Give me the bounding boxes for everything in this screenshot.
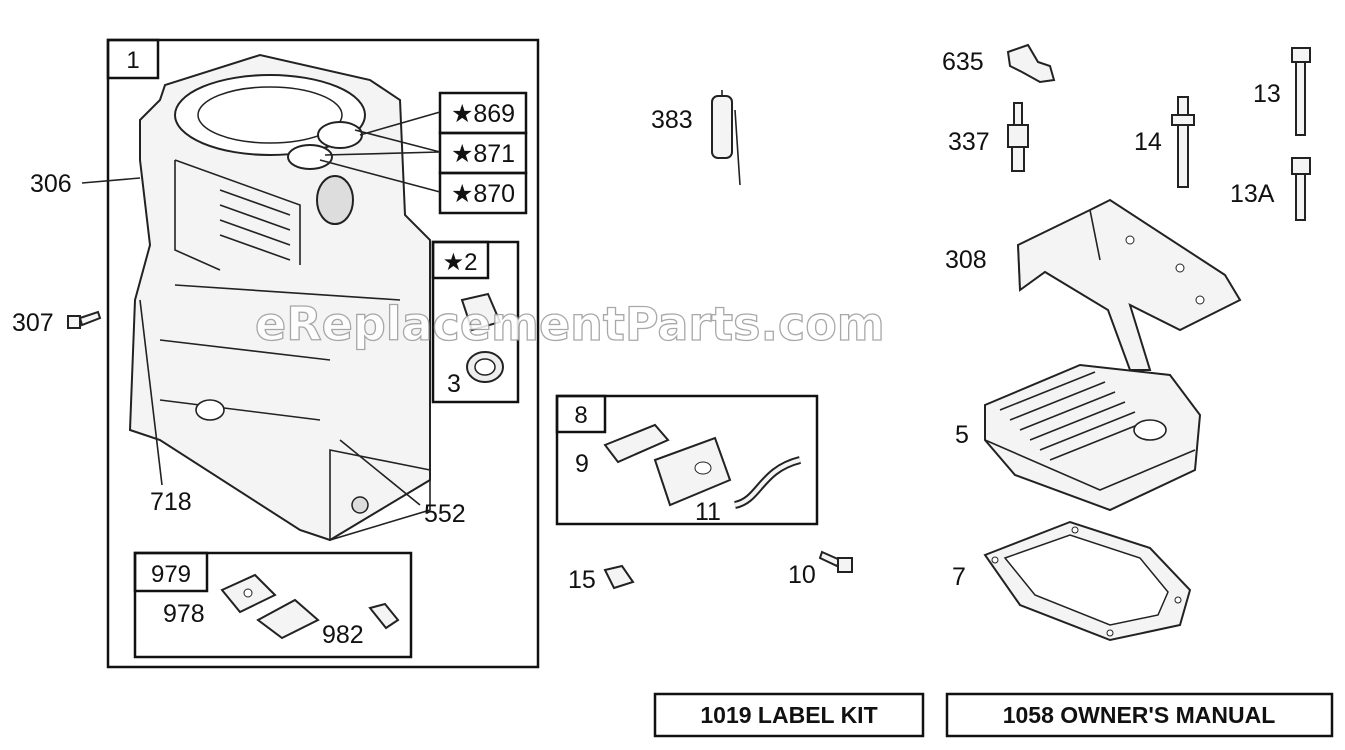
label-718[interactable]: 718 — [150, 488, 192, 516]
seal-kit-tag — [431, 240, 490, 280]
part-383-illustration[interactable] — [711, 90, 741, 186]
spark-plug-boot-illustration[interactable] — [1006, 43, 1056, 84]
label-13[interactable]: 13 — [1253, 80, 1281, 108]
label-982[interactable]: 982 — [322, 621, 364, 649]
part-870-box — [438, 171, 528, 215]
label-870[interactable]: ★870 — [451, 180, 515, 208]
label-7[interactable]: 7 — [952, 563, 966, 591]
plug-15-illustration[interactable] — [603, 564, 635, 590]
bolt-307-illustration[interactable] — [67, 310, 102, 329]
watermark-text: eReplacementParts.com — [255, 297, 885, 351]
label-9[interactable]: 9 — [575, 450, 589, 478]
cylinder-head-illustration[interactable] — [984, 363, 1202, 512]
bolt-13a-illustration[interactable] — [1291, 157, 1311, 221]
breather-kit-frame — [133, 551, 413, 659]
screw-10-illustration[interactable] — [818, 550, 853, 573]
cylinder-group-tag — [106, 38, 160, 80]
label-383[interactable]: 383 — [651, 106, 693, 134]
label-635[interactable]: 635 — [942, 48, 984, 76]
label-978[interactable]: 978 — [163, 600, 205, 628]
shroud-308-illustration[interactable] — [1016, 198, 1242, 371]
valve-cover-illustration[interactable] — [603, 423, 802, 509]
label-308[interactable]: 308 — [945, 246, 987, 274]
valve-cover-kit-number[interactable]: 8 — [574, 402, 587, 429]
label-306[interactable]: 306 — [30, 170, 72, 198]
label-10[interactable]: 10 — [788, 561, 816, 589]
label-337[interactable]: 337 — [948, 128, 990, 156]
label-14[interactable]: 14 — [1134, 128, 1162, 156]
valve-cover-kit-frame — [555, 394, 819, 526]
label-307[interactable]: 307 — [12, 309, 54, 337]
cylinder-group-frame — [106, 38, 540, 669]
breather-kit-tag — [133, 551, 209, 593]
breather-gasket-illustration[interactable] — [220, 573, 400, 640]
label-869[interactable]: ★869 — [451, 100, 515, 128]
oil-seal-illustration[interactable] — [460, 292, 504, 383]
label-3[interactable]: 3 — [447, 370, 461, 398]
cylinder-group-number[interactable]: 1 — [126, 47, 139, 74]
valve-cover-kit-tag — [555, 394, 607, 434]
cylinder-block-illustration[interactable] — [128, 53, 431, 542]
spark-plug-illustration[interactable] — [1007, 102, 1029, 172]
seal-kit-number[interactable]: ★2 — [443, 249, 478, 276]
stud-14-illustration[interactable] — [1171, 96, 1195, 188]
label-15[interactable]: 15 — [568, 566, 596, 594]
label-kit-text[interactable]: 1019 LABEL KIT — [700, 702, 877, 728]
label-kit-box — [653, 692, 925, 738]
owners-manual-box — [945, 692, 1334, 738]
breather-kit-number[interactable]: 979 — [151, 561, 191, 588]
label-11[interactable]: 11 — [695, 498, 721, 526]
bolt-13-illustration[interactable] — [1291, 47, 1311, 136]
label-5[interactable]: 5 — [955, 421, 969, 449]
label-552[interactable]: 552 — [424, 500, 466, 528]
head-gasket-illustration[interactable] — [983, 520, 1192, 642]
label-871[interactable]: ★871 — [451, 140, 515, 168]
label-13a[interactable]: 13A — [1230, 180, 1275, 208]
owners-manual-text[interactable]: 1058 OWNER'S MANUAL — [1003, 702, 1276, 728]
